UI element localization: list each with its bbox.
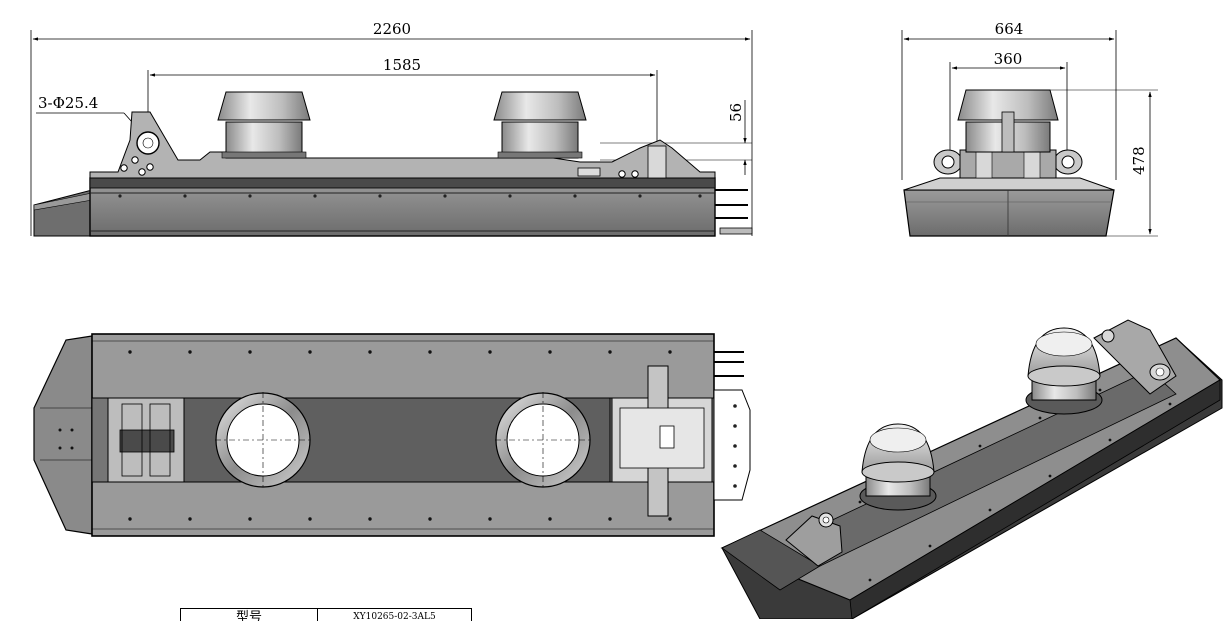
iso-dome-near	[859, 423, 937, 511]
title-block-model: XY10265-02-3AL5	[353, 612, 436, 621]
dim-overall-height: 478	[1130, 146, 1148, 175]
end-view: 664 360 478	[901, 20, 1158, 237]
dim-hole-callout: 3-Φ25.4	[38, 94, 98, 112]
dim-height-offset: 56	[727, 103, 745, 122]
title-block-label: 型号	[181, 609, 318, 621]
top-dome-right	[495, 392, 591, 488]
dim-overall-width: 664	[995, 20, 1024, 38]
dim-overall-length: 2260	[373, 20, 411, 38]
top-view	[33, 333, 751, 537]
dome-left	[217, 91, 311, 159]
iso-view	[720, 319, 1223, 619]
dim-inner-width: 360	[994, 50, 1023, 68]
front-view: 2260 1585 3-Φ25.4 56	[30, 20, 753, 237]
dome-right	[493, 91, 587, 159]
dim-spacing: 1585	[383, 56, 421, 74]
iso-bracket-near	[785, 512, 843, 567]
iso-dome-far	[1025, 327, 1103, 415]
iso-bracket-far	[1093, 319, 1177, 395]
end-lugs	[933, 149, 1083, 179]
title-block: 型号 XY10265-02-3AL5	[180, 608, 472, 621]
top-dome-left	[215, 392, 311, 488]
